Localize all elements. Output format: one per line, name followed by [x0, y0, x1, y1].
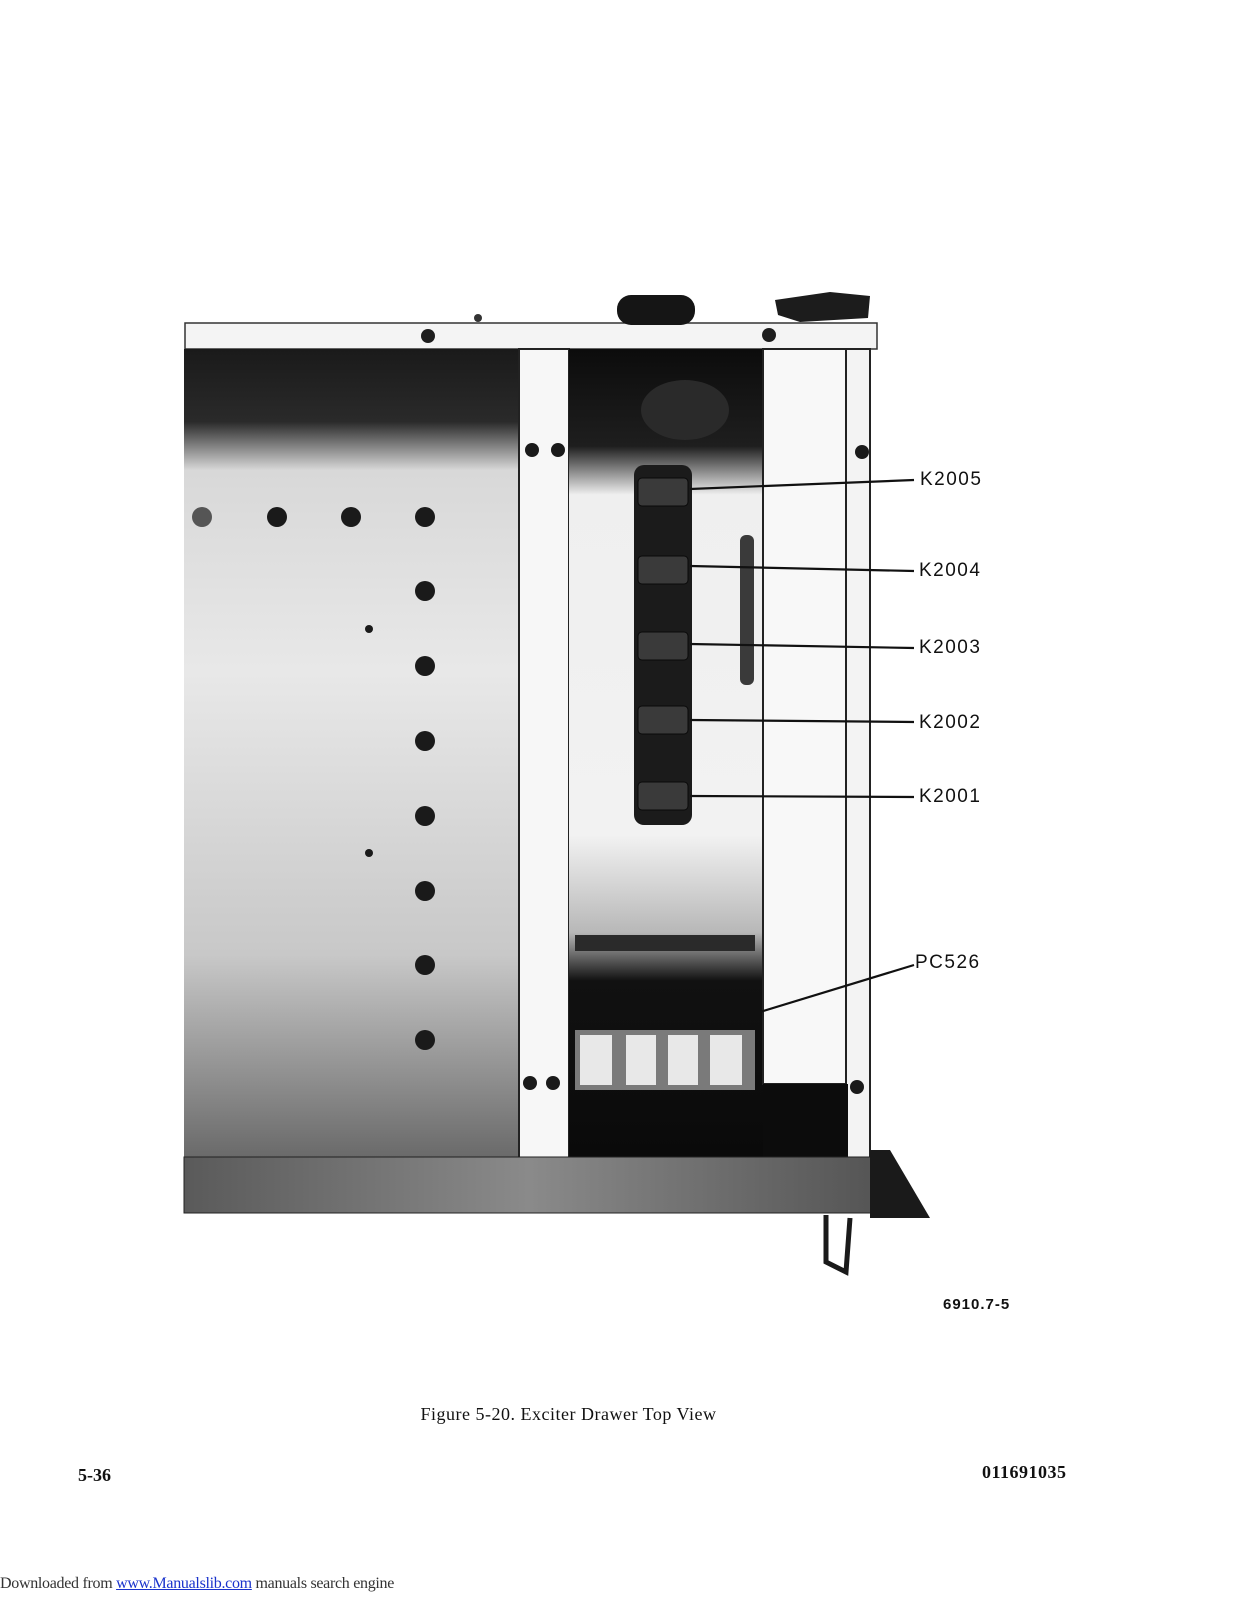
manualslib-link[interactable]: www.Manualslib.com [116, 1575, 252, 1592]
document-number: 011691035 [982, 1462, 1067, 1482]
callout-k2001: K2001 [919, 786, 982, 807]
callout-k2003: K2003 [919, 637, 982, 658]
download-footer: Downloaded from www.Manualslib.com manua… [0, 1575, 394, 1593]
callout-pc526: PC526 [915, 952, 981, 973]
callout-k2004: K2004 [919, 560, 982, 581]
figure-id: 6910.7-5 [943, 1296, 1011, 1313]
exciter-drawer-photo [183, 292, 930, 1276]
figure-caption: Figure 5-20. Exciter Drawer Top View [420, 1404, 717, 1424]
callout-k2002: K2002 [919, 712, 982, 733]
footer-prefix: Downloaded from [0, 1575, 117, 1592]
callout-k2005: K2005 [920, 469, 983, 490]
footer-suffix: manuals search engine [251, 1575, 395, 1592]
page-number: 5-36 [78, 1465, 111, 1485]
